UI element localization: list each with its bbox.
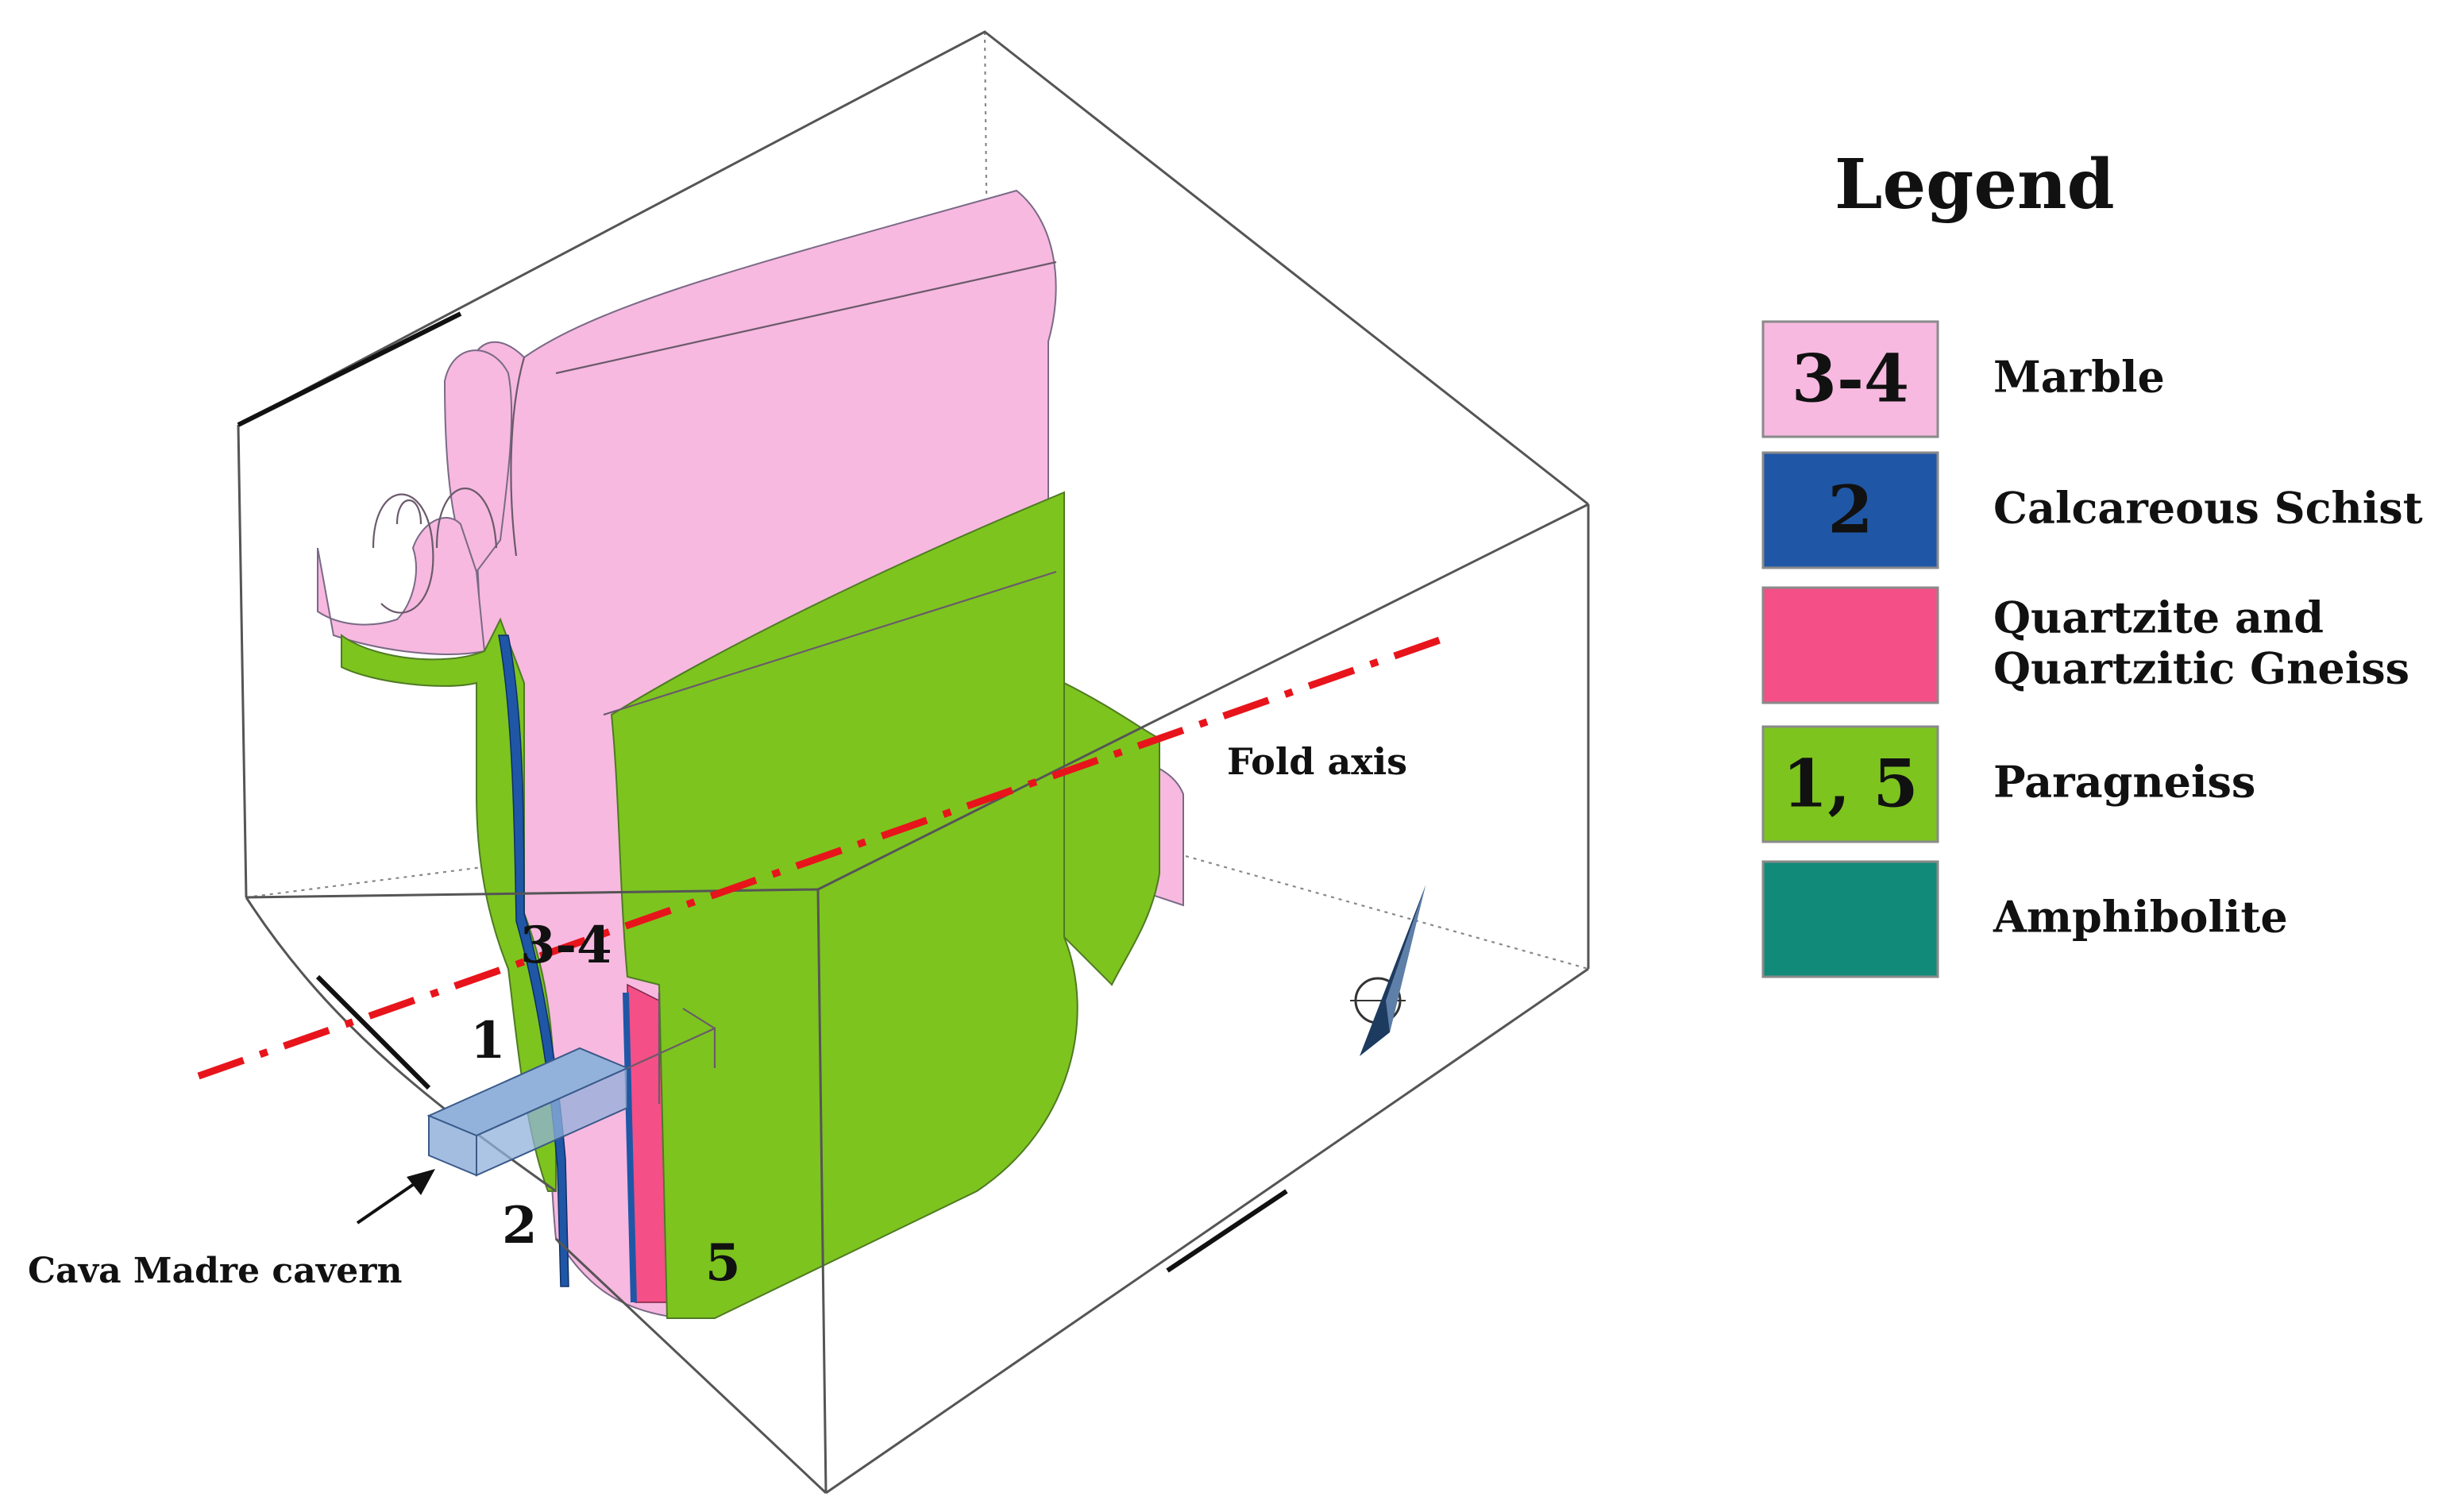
north-arrow-icon [1350,885,1426,1056]
legend: Legend 3-4 Marble 2 Calcareous SchistQuartz… [1761,145,2423,978]
marble-hinge [443,349,513,573]
legend-label-0-0: Marble [1993,352,2165,403]
scale-ticks [237,311,1288,1273]
legend-swatch-3 [1761,725,1939,843]
unit-label-3-4: 3-4 [520,916,612,975]
marble-left-fold [317,516,486,655]
marble-ridge-line [603,570,1057,716]
cavern-label: Cava Madre cavern [28,1251,402,1291]
fold-loop-2 [435,488,498,549]
fold-loop-3 [395,499,422,525]
legend-code-1: 2 [1827,472,1873,549]
fold-loop-1 [372,493,434,614]
paragneiss-side-panel [1063,681,1160,986]
unit-label-5: 5 [705,1233,741,1293]
arrow-icon [356,1169,435,1225]
paragneiss-front-panel [610,491,1078,1319]
legend-code-0: 3-4 [1792,341,1909,418]
legend-label-1-0: Calcareous Schist [1993,483,2423,534]
cavern-extension [627,993,716,1104]
legend-label-2-1: Quartzitic Gneiss [1993,643,2409,694]
unit-label-2: 2 [502,1196,538,1256]
legend-label-3-0: Paragneiss [1993,757,2255,808]
block-box-back-edges [237,30,1590,969]
legend-swatch-2 [1761,586,1939,704]
fold-axis-line [197,631,1455,1080]
legend-label-4-0: Amphibolite [1993,892,2288,943]
unit-label-1: 1 [470,1011,506,1070]
marble-fold-line [510,357,526,557]
fold-axis-label: Fold axis [1227,740,1407,783]
block-box-hidden-edges [245,31,1589,970]
block-box-front-edges [245,503,1589,1495]
legend-swatch-4 [1761,860,1939,978]
calcareous-schist-strip [498,634,569,1287]
legend-code-3: 1, 5 [1782,746,1918,823]
legend-swatch-1 [1761,451,1939,569]
legend-label-2-0: Quartzite and [1993,592,2324,643]
legend-swatch-0 [1761,320,1939,438]
cava-madre-cavern [426,993,716,1177]
legend-title: Legend [1834,145,2115,225]
marble-top-line [555,260,1057,375]
